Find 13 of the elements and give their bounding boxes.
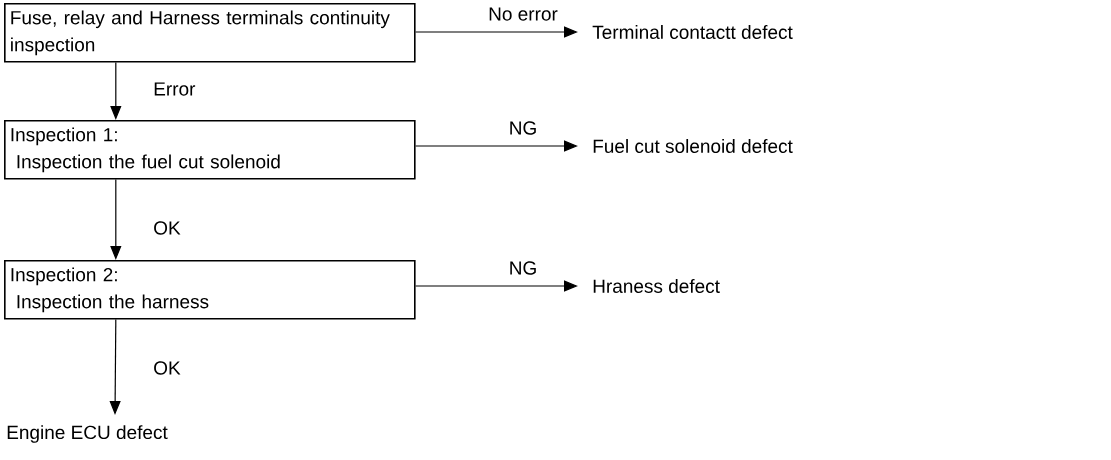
process-box: Inspection 2: Inspection the harness	[4, 260, 416, 320]
edge-label: NG	[507, 120, 539, 136]
edge-label: NG	[507, 260, 539, 276]
result-text: Fuel cut solenoid defect	[593, 139, 793, 153]
process-box: Inspection 1: Inspection the fuel cut solenoid	[4, 120, 416, 180]
result-text: Terminal contactt defect	[592, 25, 793, 39]
edge-label: Error	[152, 81, 197, 97]
result-text: Hraness defect	[593, 279, 720, 293]
process-box: Fuse, relay and Harness terminals continuity inspection	[4, 3, 416, 63]
result-text: Engine ECU defect	[7, 425, 168, 443]
edge-label: OK	[152, 220, 182, 236]
edge-label: No error	[487, 6, 559, 22]
edge-label: OK	[152, 360, 182, 376]
